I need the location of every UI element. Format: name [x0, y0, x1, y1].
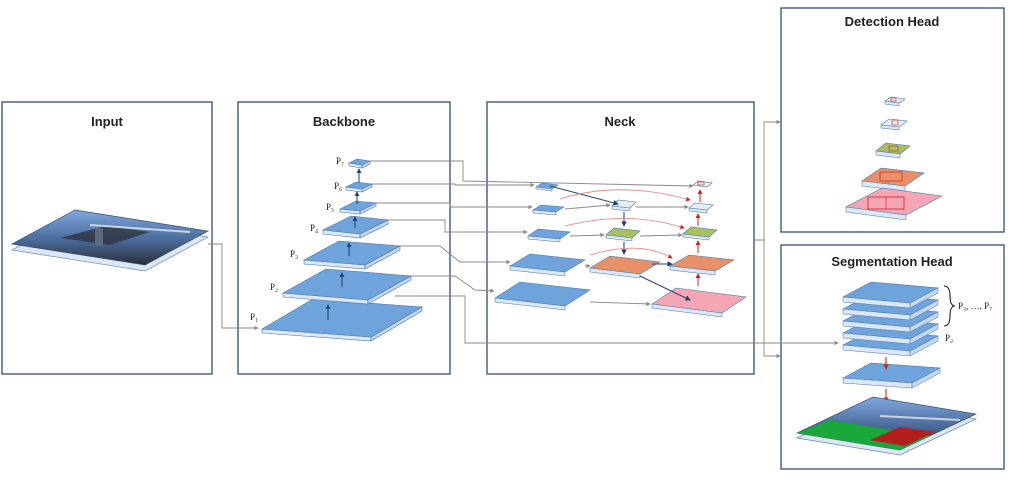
input-to-backbone-connector — [208, 243, 259, 331]
input-title: Input — [91, 114, 123, 129]
label-p3: P₃ — [290, 249, 298, 259]
label-p1: P₁ — [250, 312, 258, 322]
segmentation-head-title: Segmentation Head — [831, 254, 952, 269]
seg-range-label: P₃, …, P₇ — [958, 301, 992, 311]
detection-head-plates — [845, 96, 943, 221]
backbone-title: Backbone — [313, 114, 375, 129]
neck-to-segmentation-connector — [754, 239, 781, 359]
brace-icon — [943, 285, 956, 327]
label-p2: P₂ — [270, 282, 278, 292]
label-p7: P₇ — [336, 156, 344, 166]
input-image — [10, 209, 210, 272]
label-p6: P₆ — [334, 181, 342, 191]
label-p4: P₄ — [310, 223, 318, 233]
neck-title: Neck — [604, 114, 636, 129]
backbone-neck-connectors — [370, 160, 839, 346]
neck-connections — [549, 185, 703, 307]
neck-plates — [494, 180, 747, 318]
label-p5: P₅ — [326, 202, 334, 212]
backbone-p1-plate — [261, 298, 423, 338]
neck-to-detection-connector — [754, 119, 781, 241]
backbone-pyramid — [261, 158, 423, 342]
segmentation-head-stack — [841, 281, 942, 403]
seg-p2-label: P₂ — [945, 333, 953, 343]
segmentation-output-image — [795, 396, 978, 456]
detection-head-title: Detection Head — [845, 14, 940, 29]
